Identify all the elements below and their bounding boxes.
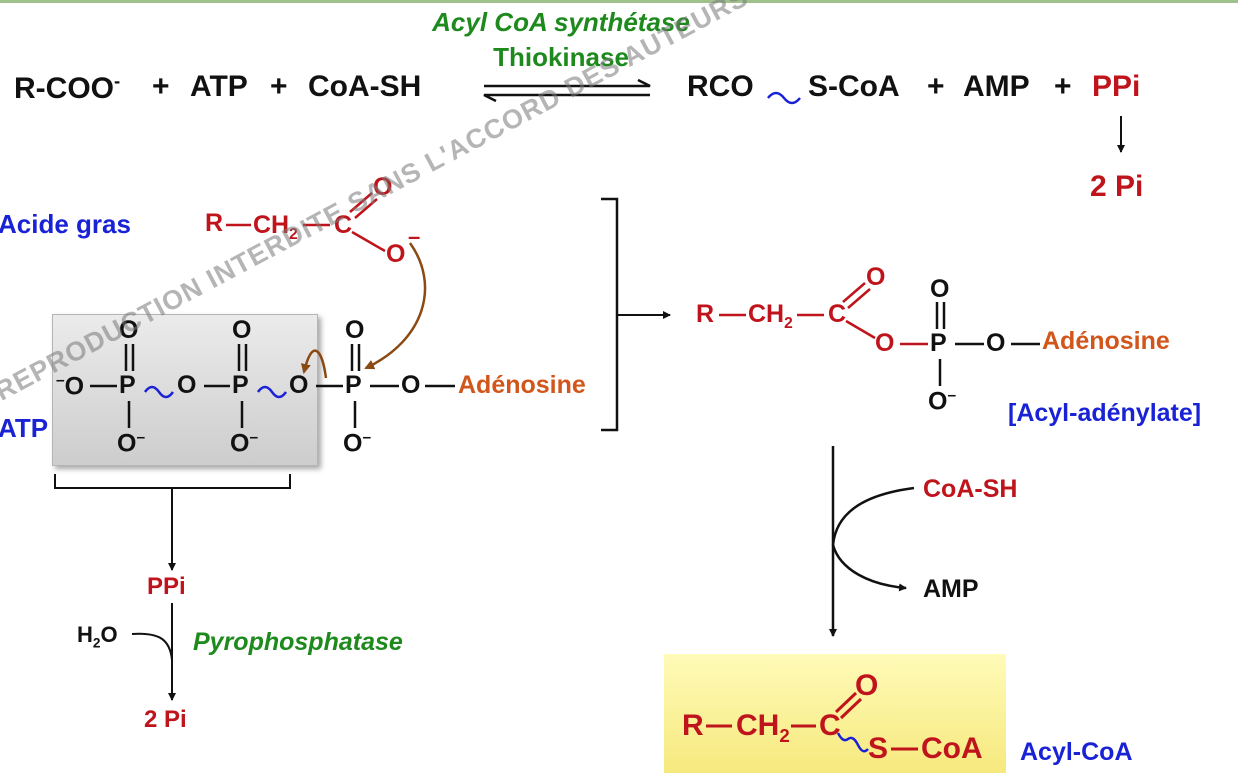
acoa-R: R	[682, 709, 704, 742]
amp-out-curve	[831, 544, 907, 592]
aa-P-O-top: O	[930, 275, 950, 303]
atp-O-bridge-2: O	[289, 371, 309, 399]
atp-O-bottom-2: O–	[230, 429, 259, 458]
label-amp-step2: AMP	[923, 575, 979, 603]
atp-bonds	[90, 344, 455, 428]
bond-cleavage-arrow	[300, 349, 328, 379]
product-rco: RCO	[687, 70, 754, 103]
atp-O-bottom-3: O–	[343, 429, 372, 458]
fatty-acid-bonds	[226, 192, 386, 253]
label-ppi: PPi	[147, 573, 186, 600]
aa-O-ester: O	[986, 329, 1006, 357]
acyl-coa-red-bonds	[706, 691, 918, 751]
atp-tilde-2	[256, 385, 288, 399]
aa-CH2: CH2	[748, 300, 793, 332]
reactant-fatty-acid: R-COO-	[14, 70, 121, 105]
atp-P-gamma: P	[119, 371, 136, 399]
reactant-coash: CoA-SH	[308, 70, 422, 103]
aa-O-bridge: O	[875, 329, 895, 357]
label-pyrophosphatase: Pyrophosphatase	[193, 628, 403, 656]
fa-O-minus: O	[386, 240, 406, 268]
label-coash-step2: CoA-SH	[923, 475, 1018, 503]
acyl-adenylate-black-bonds	[935, 302, 1040, 386]
product-amp: AMP	[963, 70, 1030, 103]
acoa-CH2: CH2	[736, 709, 790, 746]
atp-O-minus-1: –O	[56, 372, 85, 401]
plus-2: +	[270, 70, 288, 103]
product-scoa: S-CoA	[808, 70, 900, 103]
fa-C: C	[334, 211, 353, 239]
label-h2o: H2O	[77, 622, 118, 651]
coash-in-curve	[831, 486, 915, 546]
top-band	[0, 0, 1238, 3]
atp-O-top-3: O	[345, 316, 365, 344]
acoa-C: C	[819, 709, 841, 742]
h2o-curve	[131, 632, 173, 661]
atp-O-ester: O	[401, 371, 421, 399]
nucleophilic-attack-arrow	[364, 242, 427, 370]
label-acide-gras: Acide gras	[0, 209, 131, 239]
equilibrium-arrows	[483, 78, 651, 103]
enzyme-name-2: Thiokinase	[493, 42, 629, 72]
label-2pi: 2 Pi	[144, 706, 187, 733]
aa-P-O-bottom: O–	[928, 387, 957, 416]
atp-adenosine: Adénosine	[458, 371, 586, 399]
acyl-coa-box	[664, 654, 1006, 773]
atp-brace	[54, 474, 291, 489]
acoa-CoA: CoA	[921, 732, 983, 765]
atp-O-bridge-1: O	[177, 371, 197, 399]
aa-P: P	[930, 329, 947, 357]
bracket-right	[601, 197, 619, 432]
acyl-coa-tilde-bond	[836, 732, 869, 753]
fa-O-double: O	[373, 173, 393, 201]
atp-pyrophosphate-box	[52, 314, 318, 466]
product-2pi: 2 Pi	[1090, 170, 1144, 203]
label-acyl-coa: Acyl-CoA	[1020, 738, 1133, 766]
atp-tilde-1	[143, 385, 175, 399]
fa-CH2: CH2	[253, 211, 298, 243]
acoa-O: O	[855, 669, 879, 702]
aa-adenosine: Adénosine	[1042, 327, 1170, 355]
atp-O-bottom-1: O–	[117, 429, 146, 458]
plus-3: +	[927, 70, 945, 103]
aa-R: R	[696, 300, 715, 328]
aa-C: C	[828, 300, 847, 328]
top-tilde-bond	[767, 91, 801, 105]
atp-P-alpha: P	[345, 371, 362, 399]
product-ppi: PPi	[1092, 70, 1141, 103]
atp-O-top-2: O	[232, 316, 252, 344]
reactant-atp: ATP	[190, 70, 248, 103]
label-atp: ATP	[0, 413, 49, 443]
plus-1: +	[152, 70, 170, 103]
acoa-S: S	[868, 732, 889, 765]
fa-R: R	[205, 209, 224, 237]
plus-4: +	[1054, 70, 1072, 103]
enzyme-name-1: Acyl CoA synthétase	[432, 7, 690, 37]
aa-O-double: O	[866, 263, 886, 291]
label-acyl-adenylate: [Acyl-adénylate]	[1008, 399, 1202, 427]
atp-P-beta: P	[232, 371, 249, 399]
acyl-adenylate-red-bonds	[719, 282, 928, 346]
fa-minus-sign: –	[408, 224, 421, 249]
atp-O-top-1: O	[119, 316, 139, 344]
